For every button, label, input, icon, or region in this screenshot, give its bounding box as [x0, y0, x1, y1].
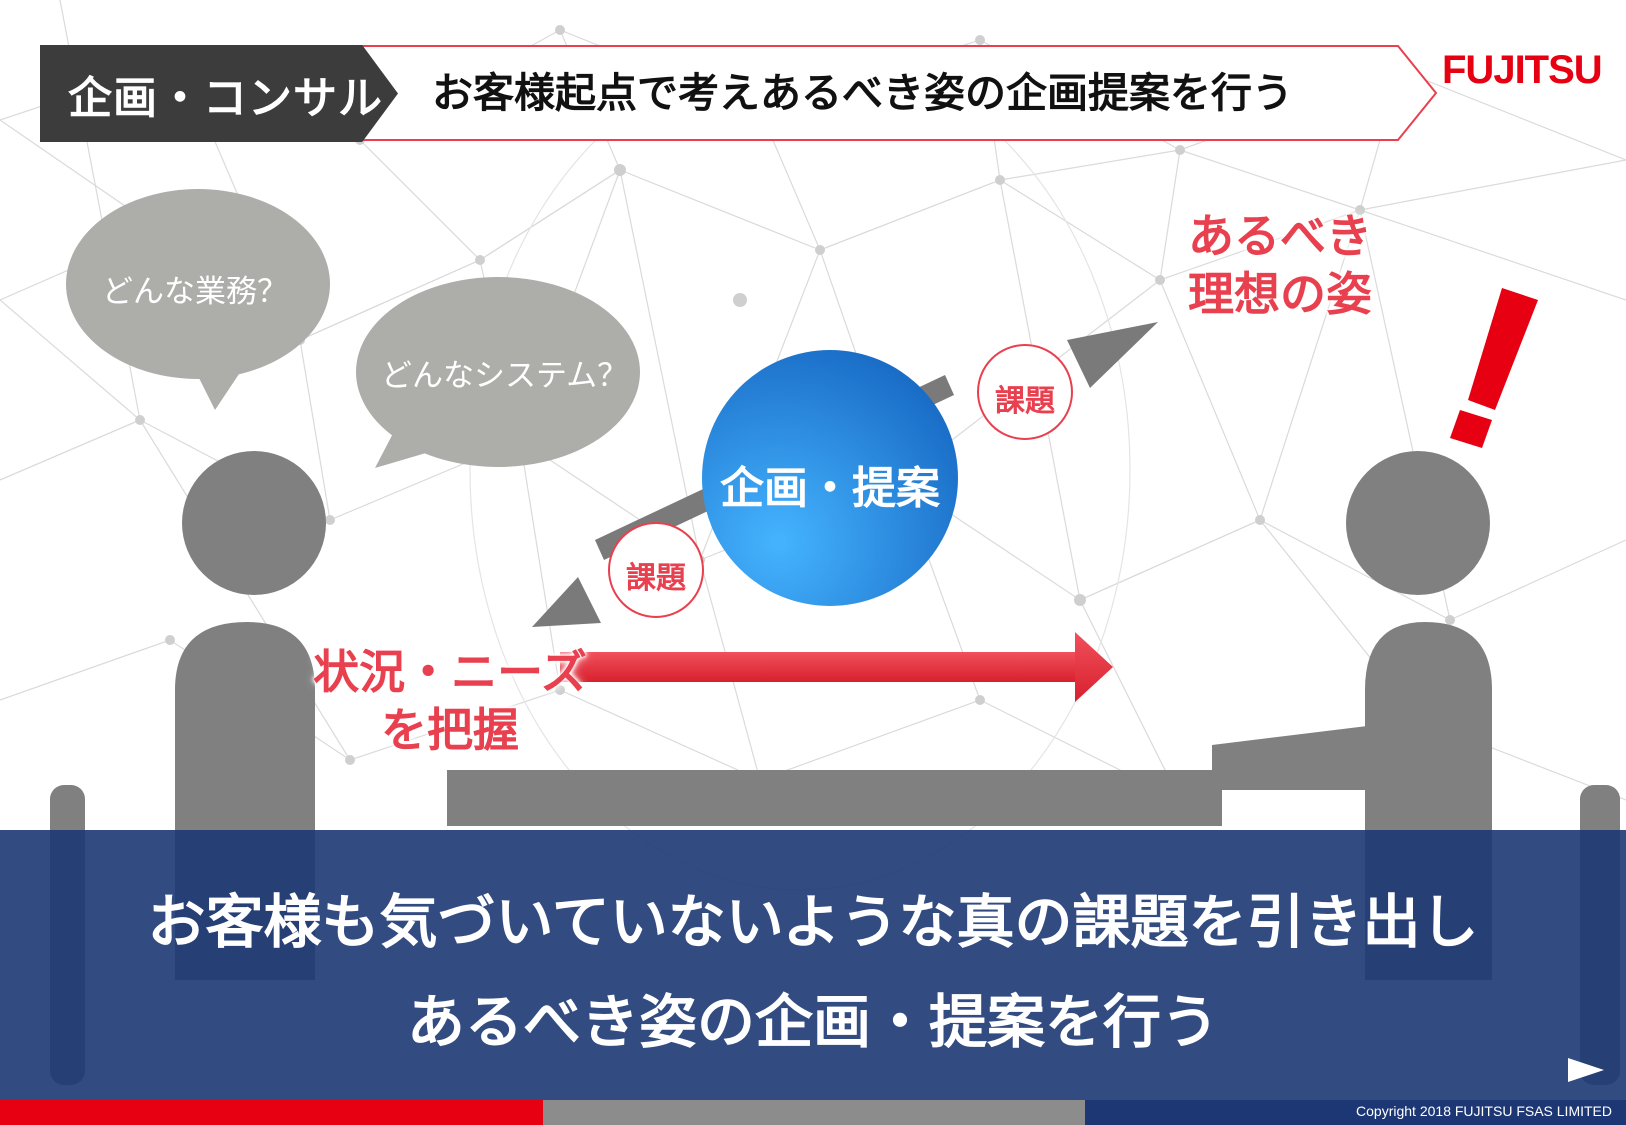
footer-bar-navy: [1085, 1100, 1626, 1125]
issue-label-lower: 課題: [626, 561, 686, 596]
ideal-state-label: あるべき 理想の姿: [1140, 207, 1420, 323]
issue-label-upper: 課題: [995, 384, 1055, 419]
bubble-business-question: どんな業務？: [102, 274, 288, 310]
table: [447, 770, 1222, 826]
fujitsu-logo: FUJITSU: [1442, 48, 1603, 92]
ideal-state-line2: 理想の姿: [1188, 267, 1372, 321]
ideal-state-line1: あるべき: [1188, 209, 1372, 263]
needs-line2: を把握: [381, 703, 519, 757]
issue-badge-1: [977, 344, 1073, 440]
next-slide-icon[interactable]: [1568, 1058, 1604, 1082]
needs-label: 状況・ニーズ を把握: [310, 643, 590, 759]
footer-bar-red: [0, 1100, 543, 1125]
page-title: お客様起点で考えあるべき姿の企画提案を行う: [432, 69, 1293, 117]
proposal-circle: [702, 350, 958, 606]
proposal-label: 企画・提案: [720, 463, 940, 514]
speech-bubble-2: [356, 277, 640, 468]
speech-bubble-1: [66, 189, 330, 410]
exclamation-icon: [1450, 288, 1538, 448]
issue-badge-2: [608, 522, 704, 618]
banner-line1: お客様も気づいていないような真の課題を引き出し: [147, 888, 1479, 956]
needs-arrow: [560, 632, 1113, 702]
category-label: 企画・コンサル: [40, 45, 398, 142]
footer-bar-gray: [543, 1100, 1085, 1125]
message-banner: [0, 830, 1626, 1100]
needs-line1: 状況・ニーズ: [313, 645, 587, 699]
copyright-text: Copyright 2018 FUJITSU FSAS LIMITED: [1356, 1103, 1612, 1119]
bubble-system-question: どんなシステム？: [381, 358, 629, 394]
banner-line2: あるべき姿の企画・提案を行う: [406, 988, 1219, 1056]
